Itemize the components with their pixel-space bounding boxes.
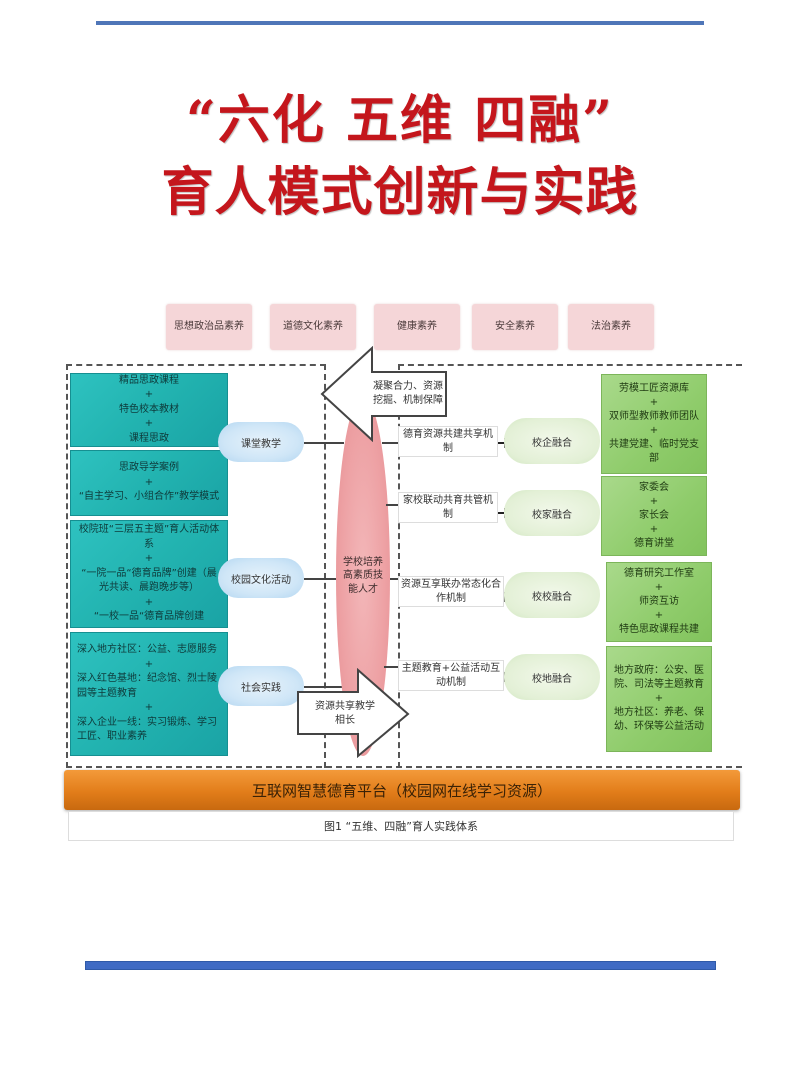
dimension-classroom-teaching: 课堂教学 <box>218 422 304 462</box>
green-block-enterprise-resources: 劳模工匠资源库 + 双师型教师教师团队 + 共建党建、临时党支部 <box>601 374 707 474</box>
green-text: 地方社区：养老、保幼、环保等公益活动 <box>614 707 704 732</box>
left-dashed-region <box>66 364 326 768</box>
connector-line <box>382 442 400 444</box>
plus-sign: + <box>654 610 664 621</box>
green-block-family: 家委会 + 家长会 + 德育讲堂 <box>601 476 707 556</box>
bottom-rule <box>85 961 716 970</box>
bottom-arrow-label: 资源共享教学相长 <box>315 701 375 726</box>
plus-sign: + <box>649 397 659 408</box>
teal-block-courses: 精品思政课程 + 特色校本教材 + 课程思政 <box>70 373 228 447</box>
teal-block-guided-learning: 思政导学案例 + “自主学习、小组合作”教学模式 <box>70 450 228 516</box>
teal-text: “自主学习、小组合作”教学模式 <box>78 491 220 503</box>
connector-line <box>390 578 400 580</box>
plus-sign: + <box>144 658 154 670</box>
title-line-2: 育人模式创新与实践 <box>161 162 639 223</box>
integration-school-family: 校家融合 <box>504 490 600 536</box>
quality-box-safety: 安全素养 <box>472 304 558 350</box>
teal-text: 深入红色基地：纪念馆、烈士陵园等主题教育 <box>77 673 217 699</box>
connector-line <box>386 504 400 506</box>
mechanism-label-home-school: 家校联动共育共管机制 <box>398 492 498 523</box>
teal-text: 特色校本教材 <box>119 403 179 415</box>
plus-sign: + <box>144 596 154 608</box>
plus-sign: + <box>144 418 154 430</box>
plus-sign: + <box>649 425 659 436</box>
teal-text: 深入企业一线：实习锻炼、学习工匠、职业素养 <box>77 716 217 743</box>
teal-text: 精品思政课程 <box>119 374 179 386</box>
green-text: 双师型教师教师团队 <box>609 411 699 422</box>
figure-caption: 图1 “五维、四融”育人实践体系 <box>68 811 734 841</box>
title-line-1: “六化 五维 四融” <box>185 90 615 151</box>
green-text: 德育讲堂 <box>634 538 674 549</box>
plus-sign: + <box>654 693 664 704</box>
green-text: 特色思政课程共建 <box>619 624 699 635</box>
green-text: 家委会 <box>639 482 669 493</box>
practice-system-diagram: 思想政治品素养 道德文化素养 健康素养 安全素养 法治素养 精品思政课程 + 特… <box>64 296 742 846</box>
green-text: 家长会 <box>639 510 669 521</box>
green-text: 地方政府：公安、医院、司法等主题教育 <box>614 665 704 690</box>
dimension-campus-culture: 校园文化活动 <box>218 558 304 598</box>
plus-sign: + <box>649 496 659 507</box>
teal-block-campus-activities: 校院班“三层五主题”育人活动体系 + “一院一品“德育品牌”创建（晨光共读、晨跑… <box>70 520 228 628</box>
plus-sign: + <box>144 389 154 401</box>
green-block-school-cooperation: 德育研究工作室 + 师资互访 + 特色思政课程共建 <box>606 562 712 642</box>
center-goal-label: 学校培养高素质技能人才 <box>343 556 383 595</box>
plus-sign: + <box>144 702 154 714</box>
connector-line <box>384 666 400 668</box>
teal-text: “一校一品“德育品牌创建 <box>93 611 205 623</box>
mechanism-label-resource-sharing: 德育资源共建共享机制 <box>398 426 498 457</box>
integration-school-enterprise: 校企融合 <box>504 418 600 464</box>
teal-text: 思政导学案例 <box>119 462 179 474</box>
connector-line <box>304 686 348 688</box>
left-arrow-icon <box>320 346 447 442</box>
green-text: 德育研究工作室 <box>624 568 694 579</box>
connector-line <box>304 578 340 580</box>
dimension-social-practice: 社会实践 <box>218 666 304 706</box>
green-text: 师资互访 <box>639 596 679 607</box>
teal-text: 深入地方社区：公益、志愿服务 <box>77 644 217 656</box>
mechanism-label-school-school: 资源互享联办常态化合作机制 <box>398 576 504 607</box>
top-arrow-label: 凝聚合力、资源挖掘、机制保障 <box>373 381 443 406</box>
quality-box-legal: 法治素养 <box>568 304 654 350</box>
quality-box-ideological: 思想政治品素养 <box>166 304 252 350</box>
right-arrow-icon <box>297 668 410 758</box>
integration-school-locality: 校地融合 <box>504 654 600 700</box>
green-text: 劳模工匠资源库 <box>619 383 689 394</box>
green-block-local-community: 地方政府：公安、医院、司法等主题教育 + 地方社区：养老、保幼、环保等公益活动 <box>606 646 712 752</box>
plus-sign: + <box>144 476 154 488</box>
teal-text: 校院班“三层五主题”育人活动体系 <box>78 524 220 550</box>
teal-text: “一院一品“德育品牌”创建（晨光共读、晨跑晚步等） <box>81 567 217 594</box>
plus-sign: + <box>144 553 154 565</box>
integration-school-school: 校校融合 <box>504 572 600 618</box>
green-text: 共建党建、临时党支部 <box>609 439 699 464</box>
connector-line <box>304 442 344 444</box>
mechanism-label-theme-education: 主题教育+公益活动互动机制 <box>398 660 504 691</box>
teal-text: 课程思政 <box>129 432 169 444</box>
plus-sign: + <box>649 524 659 535</box>
top-rule <box>96 21 704 25</box>
plus-sign: + <box>654 582 664 593</box>
platform-bar: 互联网智慧德育平台（校园网在线学习资源） <box>64 770 740 810</box>
quality-box-moral-culture: 道德文化素养 <box>270 304 356 350</box>
bottom-dashed-line <box>66 766 742 768</box>
teal-block-social-practice: 深入地方社区：公益、志愿服务 + 深入红色基地：纪念馆、烈士陵园等主题教育 + … <box>70 632 228 756</box>
quality-box-health: 健康素养 <box>374 304 460 350</box>
right-dashed-region <box>398 364 742 768</box>
